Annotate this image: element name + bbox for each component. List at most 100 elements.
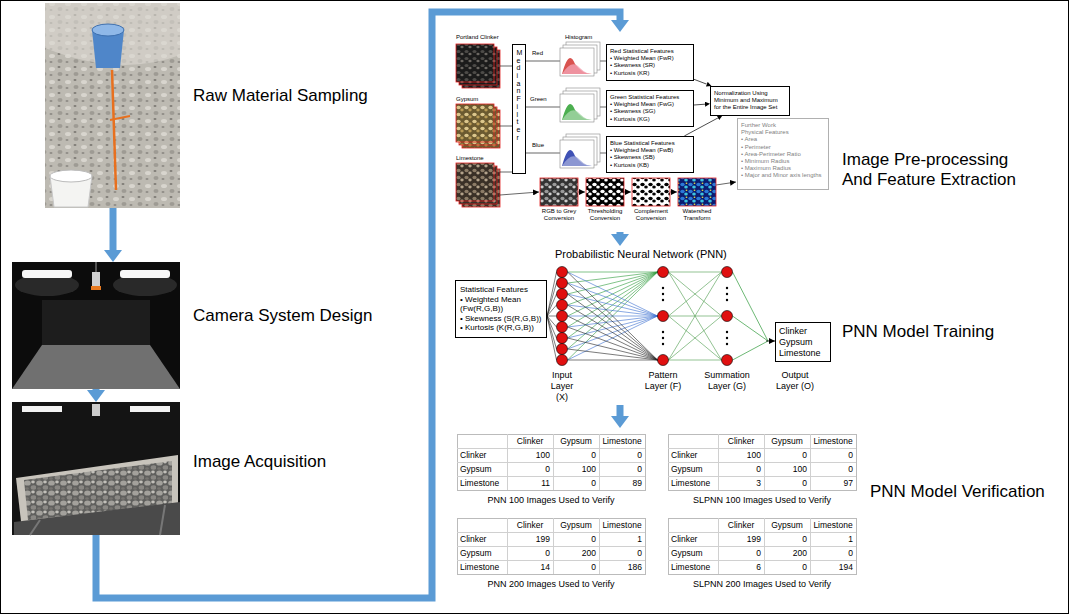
table-cell: 186 xyxy=(599,560,645,574)
feature-wires xyxy=(500,61,736,195)
table-cell: 100 xyxy=(718,448,764,462)
node-text: • Maximum Radius xyxy=(741,165,825,172)
table-cell: 200 xyxy=(764,546,810,560)
node-text: • Kurtosis (KR) xyxy=(610,70,690,77)
figure-panel: Raw Material Sampling xyxy=(45,3,180,208)
table-cell: Limestone xyxy=(668,560,718,574)
image-label: Gypsum xyxy=(456,96,516,103)
flow-arrow xyxy=(617,405,624,416)
sample-image-stacks xyxy=(456,44,500,207)
feature-arrow xyxy=(694,79,707,84)
node-text: Limestone xyxy=(779,348,827,359)
stage-label: Camera System Design xyxy=(193,306,373,326)
node-text: Median Filter xyxy=(515,49,524,141)
table-cell: Clinker xyxy=(507,434,553,448)
table-cell: 200 xyxy=(553,546,599,560)
node-text: Clinker xyxy=(779,326,827,337)
step-label: Watershed Transform xyxy=(675,208,719,222)
table-cell: Limestone xyxy=(810,434,856,448)
table-cell: 0 xyxy=(599,546,645,560)
node-text: Green Statistical Features xyxy=(610,94,690,101)
table-cell: 0 xyxy=(599,462,645,476)
flow-arrow xyxy=(96,12,620,598)
figure-panel: Camera System Design xyxy=(12,262,180,389)
table-caption: SLPNN 100 Images Used to Verify xyxy=(668,495,856,505)
stage-label: Raw Material Sampling xyxy=(193,86,368,106)
node-text: Normalization Using Minimum and Maximum … xyxy=(714,90,786,112)
sampling-photo xyxy=(45,3,180,208)
table-cell: Gypsum xyxy=(668,546,718,560)
table-caption: SLPNN 200 Images Used to Verify xyxy=(668,579,856,589)
table-cell: 100 xyxy=(764,462,810,476)
table-cell: 100 xyxy=(507,448,553,462)
node-text: • Weighted Mean (FwG) xyxy=(610,101,690,108)
table-cell: 199 xyxy=(718,532,764,546)
table-cell: Limestone xyxy=(599,434,645,448)
flow-arrow xyxy=(617,232,624,234)
table-cell: Gypsum xyxy=(764,518,810,532)
table-cell: Gypsum xyxy=(668,462,718,476)
layer-label: Pattern Layer (F) xyxy=(644,370,682,392)
table-cell: Limestone xyxy=(457,476,507,490)
filter-box: Median Filter xyxy=(512,44,526,174)
table-cell: 0 xyxy=(507,546,553,560)
table-cell: 0 xyxy=(764,476,810,490)
figure-heading: Histogram xyxy=(565,34,615,41)
node-text: • Skewness (SG) xyxy=(610,108,690,115)
layer-label: Summation Layer (G) xyxy=(703,370,751,392)
input-box: Statistical Features• Weighted Mean (Fw(… xyxy=(455,280,547,338)
table-caption: PNN 100 Images Used to Verify xyxy=(457,495,645,505)
feature-box: Red Statistical Features• Weighted Mean … xyxy=(606,44,694,81)
feature-box: Normalization Using Minimum and Maximum … xyxy=(710,86,790,116)
table-cell: Clinker xyxy=(718,518,764,532)
stage-label: Image Pre-processing And Feature Extract… xyxy=(842,150,1032,190)
table-cell: 0 xyxy=(718,546,764,560)
node-text: • Area xyxy=(741,136,825,143)
pnn-network xyxy=(547,267,775,366)
table-cell: 0 xyxy=(810,448,856,462)
table-cell: Clinker xyxy=(507,518,553,532)
node-text: • Weighted Mean (FwR) xyxy=(610,55,690,62)
figure-title: Probabilistic Neural Network (PNN) xyxy=(555,248,755,260)
table-cell: 0 xyxy=(764,448,810,462)
stage-label: PNN Model Training xyxy=(842,322,994,342)
table-cell: Limestone xyxy=(599,518,645,532)
table-cell: Gypsum xyxy=(553,434,599,448)
table-cell: 0 xyxy=(718,462,764,476)
table-cell: 1 xyxy=(810,532,856,546)
step-label: Thresholding Conversion xyxy=(583,208,627,222)
acquisition-photo xyxy=(12,402,180,535)
feature-box: Blue Statistical Features• Weighted Mean… xyxy=(606,136,694,173)
table-cell: Gypsum xyxy=(764,434,810,448)
table-cell: 0 xyxy=(553,476,599,490)
node-text: • Kurtosis (K(R,G,B)) xyxy=(460,323,542,333)
image-label: Limestone xyxy=(456,155,516,162)
table-cell: 0 xyxy=(810,546,856,560)
table-cell: Gypsum xyxy=(553,518,599,532)
table-cell: Clinker xyxy=(457,448,507,462)
node-text: • Skewness (S(R,G,B)) xyxy=(460,314,542,324)
node-text: Further Work xyxy=(741,122,825,129)
node-text: • Perimeter xyxy=(741,144,825,151)
table-cell: Limestone xyxy=(668,476,718,490)
table-cell: Clinker xyxy=(668,532,718,546)
flow-arrow xyxy=(110,208,117,250)
table-cell: 0 xyxy=(507,462,553,476)
table-cell: Clinker xyxy=(457,532,507,546)
node-text: Red Statistical Features xyxy=(610,48,690,55)
node-text: • Kurtosis (KG) xyxy=(610,116,690,123)
table-cell: Clinker xyxy=(718,434,764,448)
table-cell: 0 xyxy=(764,560,810,574)
node-text: • Weighted Mean (Fw(R,G,B)) xyxy=(460,295,542,314)
segmentation-steps xyxy=(540,178,716,206)
step-label: RGB to Grey Conversion xyxy=(537,208,581,222)
channel-label: Red xyxy=(532,50,558,57)
table-cell: Limestone xyxy=(810,518,856,532)
table-cell: 11 xyxy=(507,476,553,490)
figure-panel: Image Pre-processing And Feature Extract… xyxy=(452,32,835,232)
step-label: Complement Conversion xyxy=(629,208,673,222)
table-cell: 1 xyxy=(599,532,645,546)
layer-label: Input Layer (X) xyxy=(547,370,577,402)
table-cell: Gypsum xyxy=(457,462,507,476)
